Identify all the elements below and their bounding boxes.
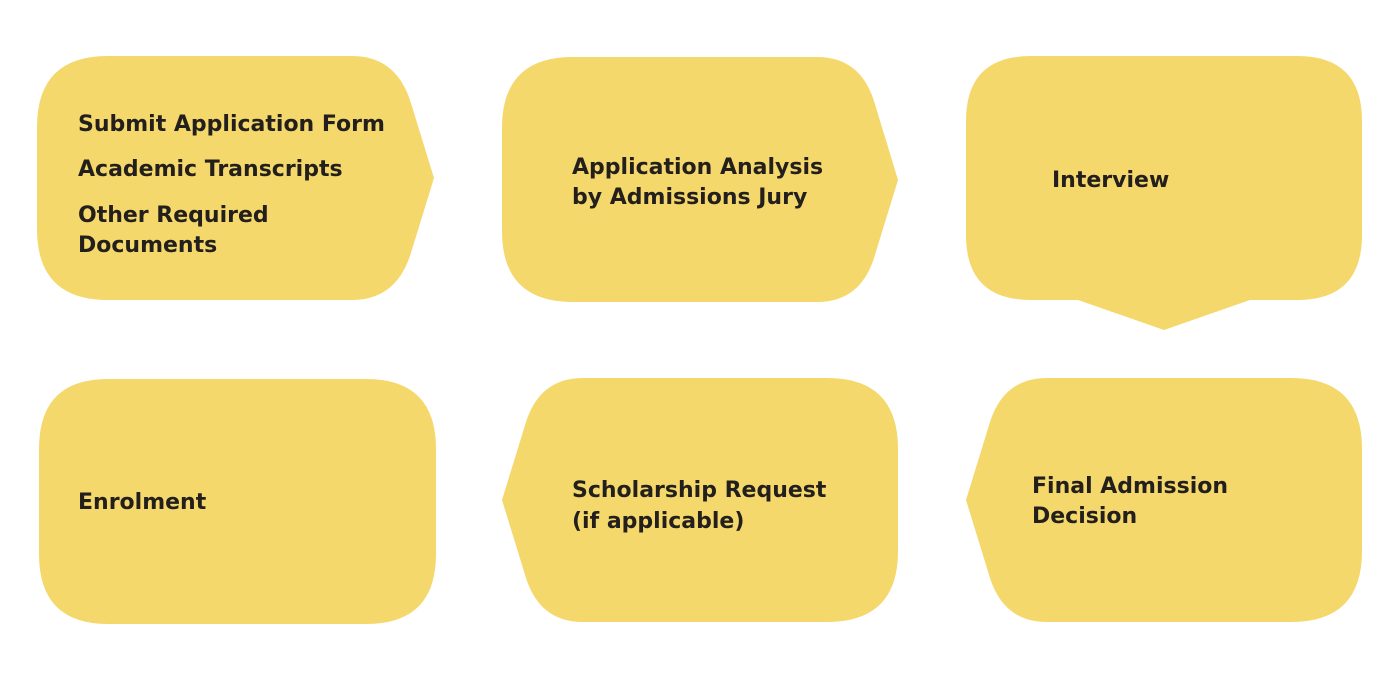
- step-label-enrolment: Enrolment: [78, 490, 207, 515]
- step-label-final-decision-line-2: Decision: [1032, 504, 1138, 529]
- step-shape-scholarship: [502, 378, 898, 622]
- step-label-scholarship-line-1: Scholarship Request: [572, 478, 827, 503]
- step-label-interview: Interview: [1052, 168, 1170, 193]
- step-label-submit-line-4: Documents: [78, 233, 218, 258]
- step-label-analysis-line-2: by Admissions Jury: [572, 185, 808, 210]
- step-shape-analysis: [502, 57, 898, 302]
- step-shape-submit: [37, 56, 434, 300]
- step-shape-final-decision: [966, 378, 1362, 622]
- step-label-analysis-line-1: Application Analysis: [572, 155, 824, 180]
- step-shape-interview: [966, 56, 1362, 330]
- step-label-final-decision-line-1: Final Admission: [1032, 474, 1229, 499]
- step-label-scholarship-line-2: (if applicable): [572, 509, 745, 534]
- step-label-submit-line-1: Submit Application Form: [78, 112, 385, 137]
- step-label-submit-line-2: Academic Transcripts: [78, 157, 343, 182]
- step-label-submit-line-3: Other Required: [78, 203, 269, 228]
- step-shape-enrolment: [39, 379, 436, 624]
